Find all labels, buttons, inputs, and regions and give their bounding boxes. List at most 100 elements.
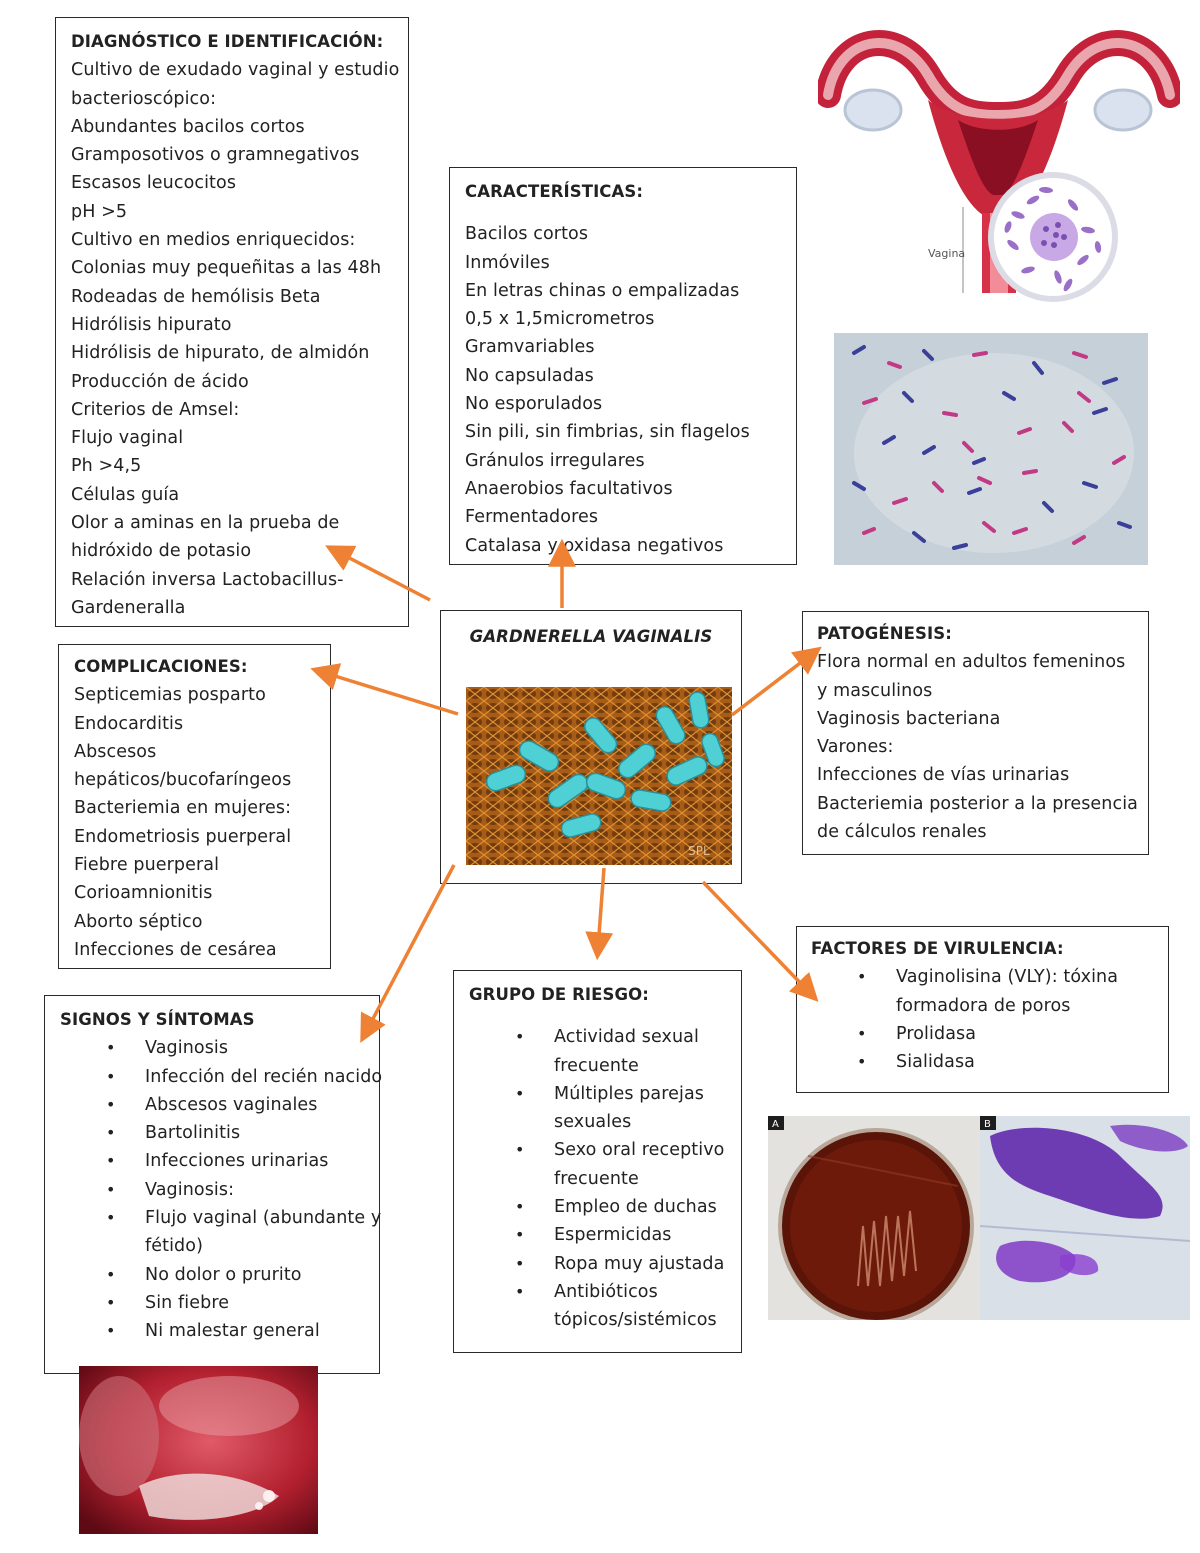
list-item-text: Infecciones urinarias <box>145 1151 329 1172</box>
list-item-text: Vaginolisina (VLY): tóxina <box>896 967 1119 988</box>
list-line: Relación inversa Lactobacillus- <box>71 569 344 590</box>
arrow-to-complicaciones <box>310 663 459 716</box>
list-line: Anaerobios facultativos <box>465 478 673 499</box>
list-item: Infecciones urinarias <box>60 1147 379 1176</box>
list-item-text: Sin fiebre <box>145 1292 230 1313</box>
list-item-text: Antibióticos <box>554 1281 658 1302</box>
list-line: Vaginosis bacteriana <box>817 708 1001 729</box>
list-item: Vaginosis: <box>60 1176 379 1205</box>
clue-cells-image: B <box>980 1116 1190 1320</box>
list-item: Ni malestar general <box>60 1317 379 1346</box>
list-item-text: Múltiples parejas <box>554 1083 705 1104</box>
list-line: Hidrólisis hipurato <box>71 314 232 335</box>
list-item: No dolor o prurito <box>60 1261 379 1290</box>
list-line: Olor a aminas en la prueba de <box>71 513 340 534</box>
list-item: Empleo de duchas <box>469 1193 741 1222</box>
list-line: Bacteriemia posterior a la presencia <box>817 793 1138 814</box>
list-item: Sialidasa <box>811 1048 1168 1077</box>
list-line: Cultivo de exudado vaginal y estudio <box>71 60 400 81</box>
list-item-text: Ni malestar general <box>145 1321 320 1342</box>
list-item-text: Actividad sexual <box>554 1027 699 1048</box>
arrow-to-patogenesis <box>730 646 822 717</box>
list-item-text: Flujo vaginal (abundante y <box>145 1208 382 1229</box>
list-line: y masculinos <box>817 680 933 701</box>
list-line: No capsuladas <box>465 365 594 386</box>
list-line: Ph >4,5 <box>71 456 142 477</box>
bacteria-sem-image: SPL <box>466 687 732 865</box>
riesgo-list: Actividad sexualfrecuenteMúltiples parej… <box>469 1023 741 1334</box>
list-line: bacterioscópico: <box>71 88 217 109</box>
signos-title: SIGNOS Y SÍNTOMAS <box>60 1010 255 1029</box>
list-item-text: No dolor o prurito <box>145 1264 302 1285</box>
list-line: Bacteriemia en mujeres: <box>74 798 292 819</box>
virulencia-box: FACTORES DE VIRULENCIA: Vaginolisina (VL… <box>796 926 1169 1093</box>
list-item: Sin fiebre <box>60 1289 379 1318</box>
gram-stain-micrograph <box>834 333 1148 565</box>
list-item-text: Vaginosis: <box>145 1179 235 1200</box>
list-line: Fiebre puerperal <box>74 855 220 876</box>
list-line: Endocarditis <box>74 713 184 734</box>
list-item-text: Empleo de duchas <box>554 1197 717 1218</box>
virulencia-title: FACTORES DE VIRULENCIA: <box>811 939 1064 958</box>
signos-list: VaginosisInfección del recién nacidoAbsc… <box>60 1034 383 1346</box>
list-item: Prolidasa <box>811 1020 1168 1049</box>
list-line: En letras chinas o empalizadas <box>465 280 740 301</box>
list-line: Flora normal en adultos femeninos <box>817 652 1126 673</box>
diagnostico-title: DIAGNÓSTICO E IDENTIFICACIÓN: <box>71 32 384 51</box>
list-line: Sin pili, sin fimbrias, sin flagelos <box>465 422 750 443</box>
list-line: Varones: <box>817 737 894 758</box>
list-item: Sexo oral receptivo frecuente <box>469 1136 741 1193</box>
list-line: Células guía <box>71 484 180 505</box>
vaginal-exam-photo <box>79 1366 318 1534</box>
list-line: Producción de ácido <box>71 371 249 392</box>
list-line: Gramvariables <box>465 337 595 358</box>
list-item-text: Abscesos vaginales <box>145 1094 318 1115</box>
list-line: Aborto séptico <box>74 911 203 932</box>
list-line: Septicemias posparto <box>74 685 266 706</box>
list-item-text: Ropa muy ajustada <box>554 1253 725 1274</box>
list-item-text: Sexo oral receptivo <box>554 1140 725 1161</box>
list-line: Catalasa y oxidasa negativos <box>465 535 724 556</box>
list-line: de cálculos renales <box>817 822 987 843</box>
diagnostico-box: DIAGNÓSTICO E IDENTIFICACIÓN: Cultivo de… <box>55 17 409 627</box>
uterus-label: Vagina <box>928 247 965 260</box>
culture-plate-image: A <box>768 1116 980 1320</box>
list-line: Gránulos irregulares <box>465 450 645 471</box>
list-line: pH >5 <box>71 201 128 222</box>
list-item-text: Prolidasa <box>896 1023 977 1044</box>
list-item-text: Vaginosis <box>145 1038 229 1059</box>
list-item: Abscesos vaginales <box>60 1091 379 1120</box>
list-line: Rodeadas de hemólisis Beta <box>71 286 321 307</box>
list-line: Corioamnionitis <box>74 883 213 904</box>
list-item: Antibióticos tópicos/sistémicos <box>469 1278 741 1335</box>
list-item-text: Infección del recién nacido <box>145 1066 383 1087</box>
list-item-text: Espermicidas <box>554 1225 672 1246</box>
list-line: Infecciones de cesárea <box>74 939 277 960</box>
signos-box: SIGNOS Y SÍNTOMAS VaginosisInfección del… <box>44 995 383 1374</box>
list-item-text: tópicos/sistémicos <box>554 1310 717 1331</box>
list-line: Colonias muy pequeñitas a las 48h <box>71 258 382 279</box>
list-item: Bartolinitis <box>60 1119 379 1148</box>
list-item: Espermicidas <box>469 1221 741 1250</box>
list-item-text: frecuente <box>554 1055 639 1076</box>
list-line: Endometriosis puerperal <box>74 826 292 847</box>
list-line: Fermentadores <box>465 507 599 528</box>
list-item: Ropa muy ajustada <box>469 1250 741 1279</box>
list-line: Escasos leucocitos <box>71 173 237 194</box>
list-line: Flujo vaginal <box>71 428 184 449</box>
list-item-text: frecuente <box>554 1168 639 1189</box>
riesgo-title: GRUPO DE RIESGO: <box>469 985 649 1004</box>
list-line: Gardeneralla <box>71 597 186 618</box>
caracteristicas-title: CARACTERÍSTICAS: <box>465 182 644 201</box>
list-line: 0,5 x 1,5micrometros <box>465 309 655 330</box>
patogenesis-box: PATOGÉNESIS: Flora normal en adultos fem… <box>802 611 1149 855</box>
diagnostico-list: Cultivo de exudado vaginal y estudio bact… <box>71 56 408 622</box>
